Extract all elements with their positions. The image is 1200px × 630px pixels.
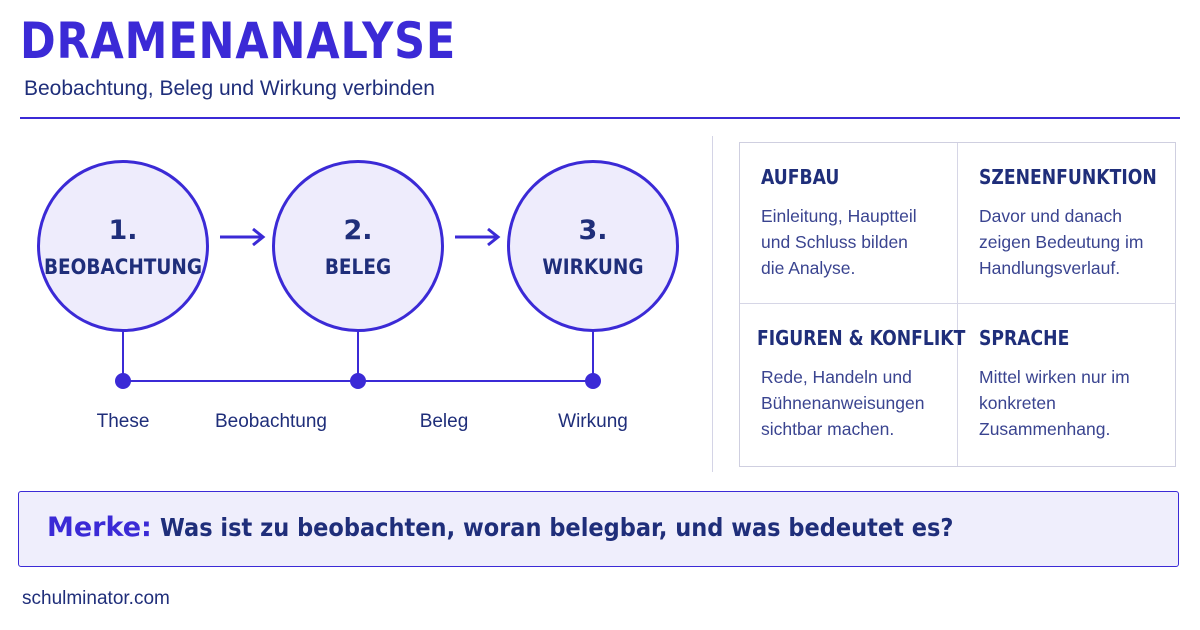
connector-line xyxy=(357,332,359,380)
step-label: BEOBACHTUNG xyxy=(43,255,203,279)
card-text: Mittel wirken nur im konkreten Zusammenh… xyxy=(979,367,1130,439)
card-title: SPRACHE xyxy=(979,326,1070,350)
timeline-dot xyxy=(115,373,131,389)
arrow-right-icon xyxy=(455,227,501,247)
criteria-grid: AUFBAU Einleitung, Hauptteil und Schluss… xyxy=(739,142,1176,467)
timeline-label-beobachtung: Beobachtung xyxy=(215,411,327,432)
card-figuren-konflikt: FIGUREN & KONFLIKT Rede, Handeln und Büh… xyxy=(740,304,966,466)
step-circle-beleg: 2. BELEG xyxy=(272,160,444,332)
merke-text: Was ist zu beobachten, woran belegbar, u… xyxy=(160,513,954,542)
card-text: Rede, Handeln und Bühnenanweisungen sich… xyxy=(761,367,925,439)
card-aufbau: AUFBAU Einleitung, Hauptteil und Schluss… xyxy=(740,143,958,304)
step-number: 2. xyxy=(343,215,373,246)
connector-line xyxy=(122,332,124,380)
merke-callout: Merke: Was ist zu beobachten, woran bele… xyxy=(18,491,1179,567)
card-title: SZENENFUNKTION xyxy=(979,165,1157,189)
section-divider xyxy=(712,136,713,472)
timeline-dot xyxy=(350,373,366,389)
timeline-label-wirkung: Wirkung xyxy=(558,411,628,432)
step-circle-wirkung: 3. WIRKUNG xyxy=(507,160,679,332)
step-label: BELEG xyxy=(324,255,392,279)
card-szenenfunktion: SZENENFUNKTION Davor und danach zeigen B… xyxy=(958,143,1176,304)
page-subtitle: Beobachtung, Beleg und Wirkung verbinden xyxy=(24,77,435,100)
step-label: WIRKUNG xyxy=(542,255,644,279)
step-number: 1. xyxy=(108,215,138,246)
card-title: FIGUREN & KONFLIKT xyxy=(757,326,966,350)
footer-site: schulminator.com xyxy=(22,588,170,609)
merke-label: Merke: xyxy=(47,512,152,543)
step-circle-beobachtung: 1. BEOBACHTUNG xyxy=(37,160,209,332)
timeline-dot xyxy=(585,373,601,389)
card-title: AUFBAU xyxy=(761,165,840,189)
connector-line xyxy=(592,332,594,380)
card-text: Einleitung, Hauptteil und Schluss bilden… xyxy=(761,206,917,278)
step-number: 3. xyxy=(578,215,608,246)
arrow-right-icon xyxy=(220,227,266,247)
timeline-label-these: These xyxy=(96,411,150,432)
card-sprache: SPRACHE Mittel wirken nur im konkreten Z… xyxy=(958,304,1176,466)
card-text: Davor und danach zeigen Bedeutung im Han… xyxy=(979,206,1144,278)
timeline-label-beleg: Beleg xyxy=(419,411,469,432)
title-divider xyxy=(20,117,1180,119)
page-title: DRAMENANALYSE xyxy=(20,12,457,70)
flow-diagram: 1. BEOBACHTUNG 2. BELEG 3. WIRKUNG These… xyxy=(0,130,700,460)
